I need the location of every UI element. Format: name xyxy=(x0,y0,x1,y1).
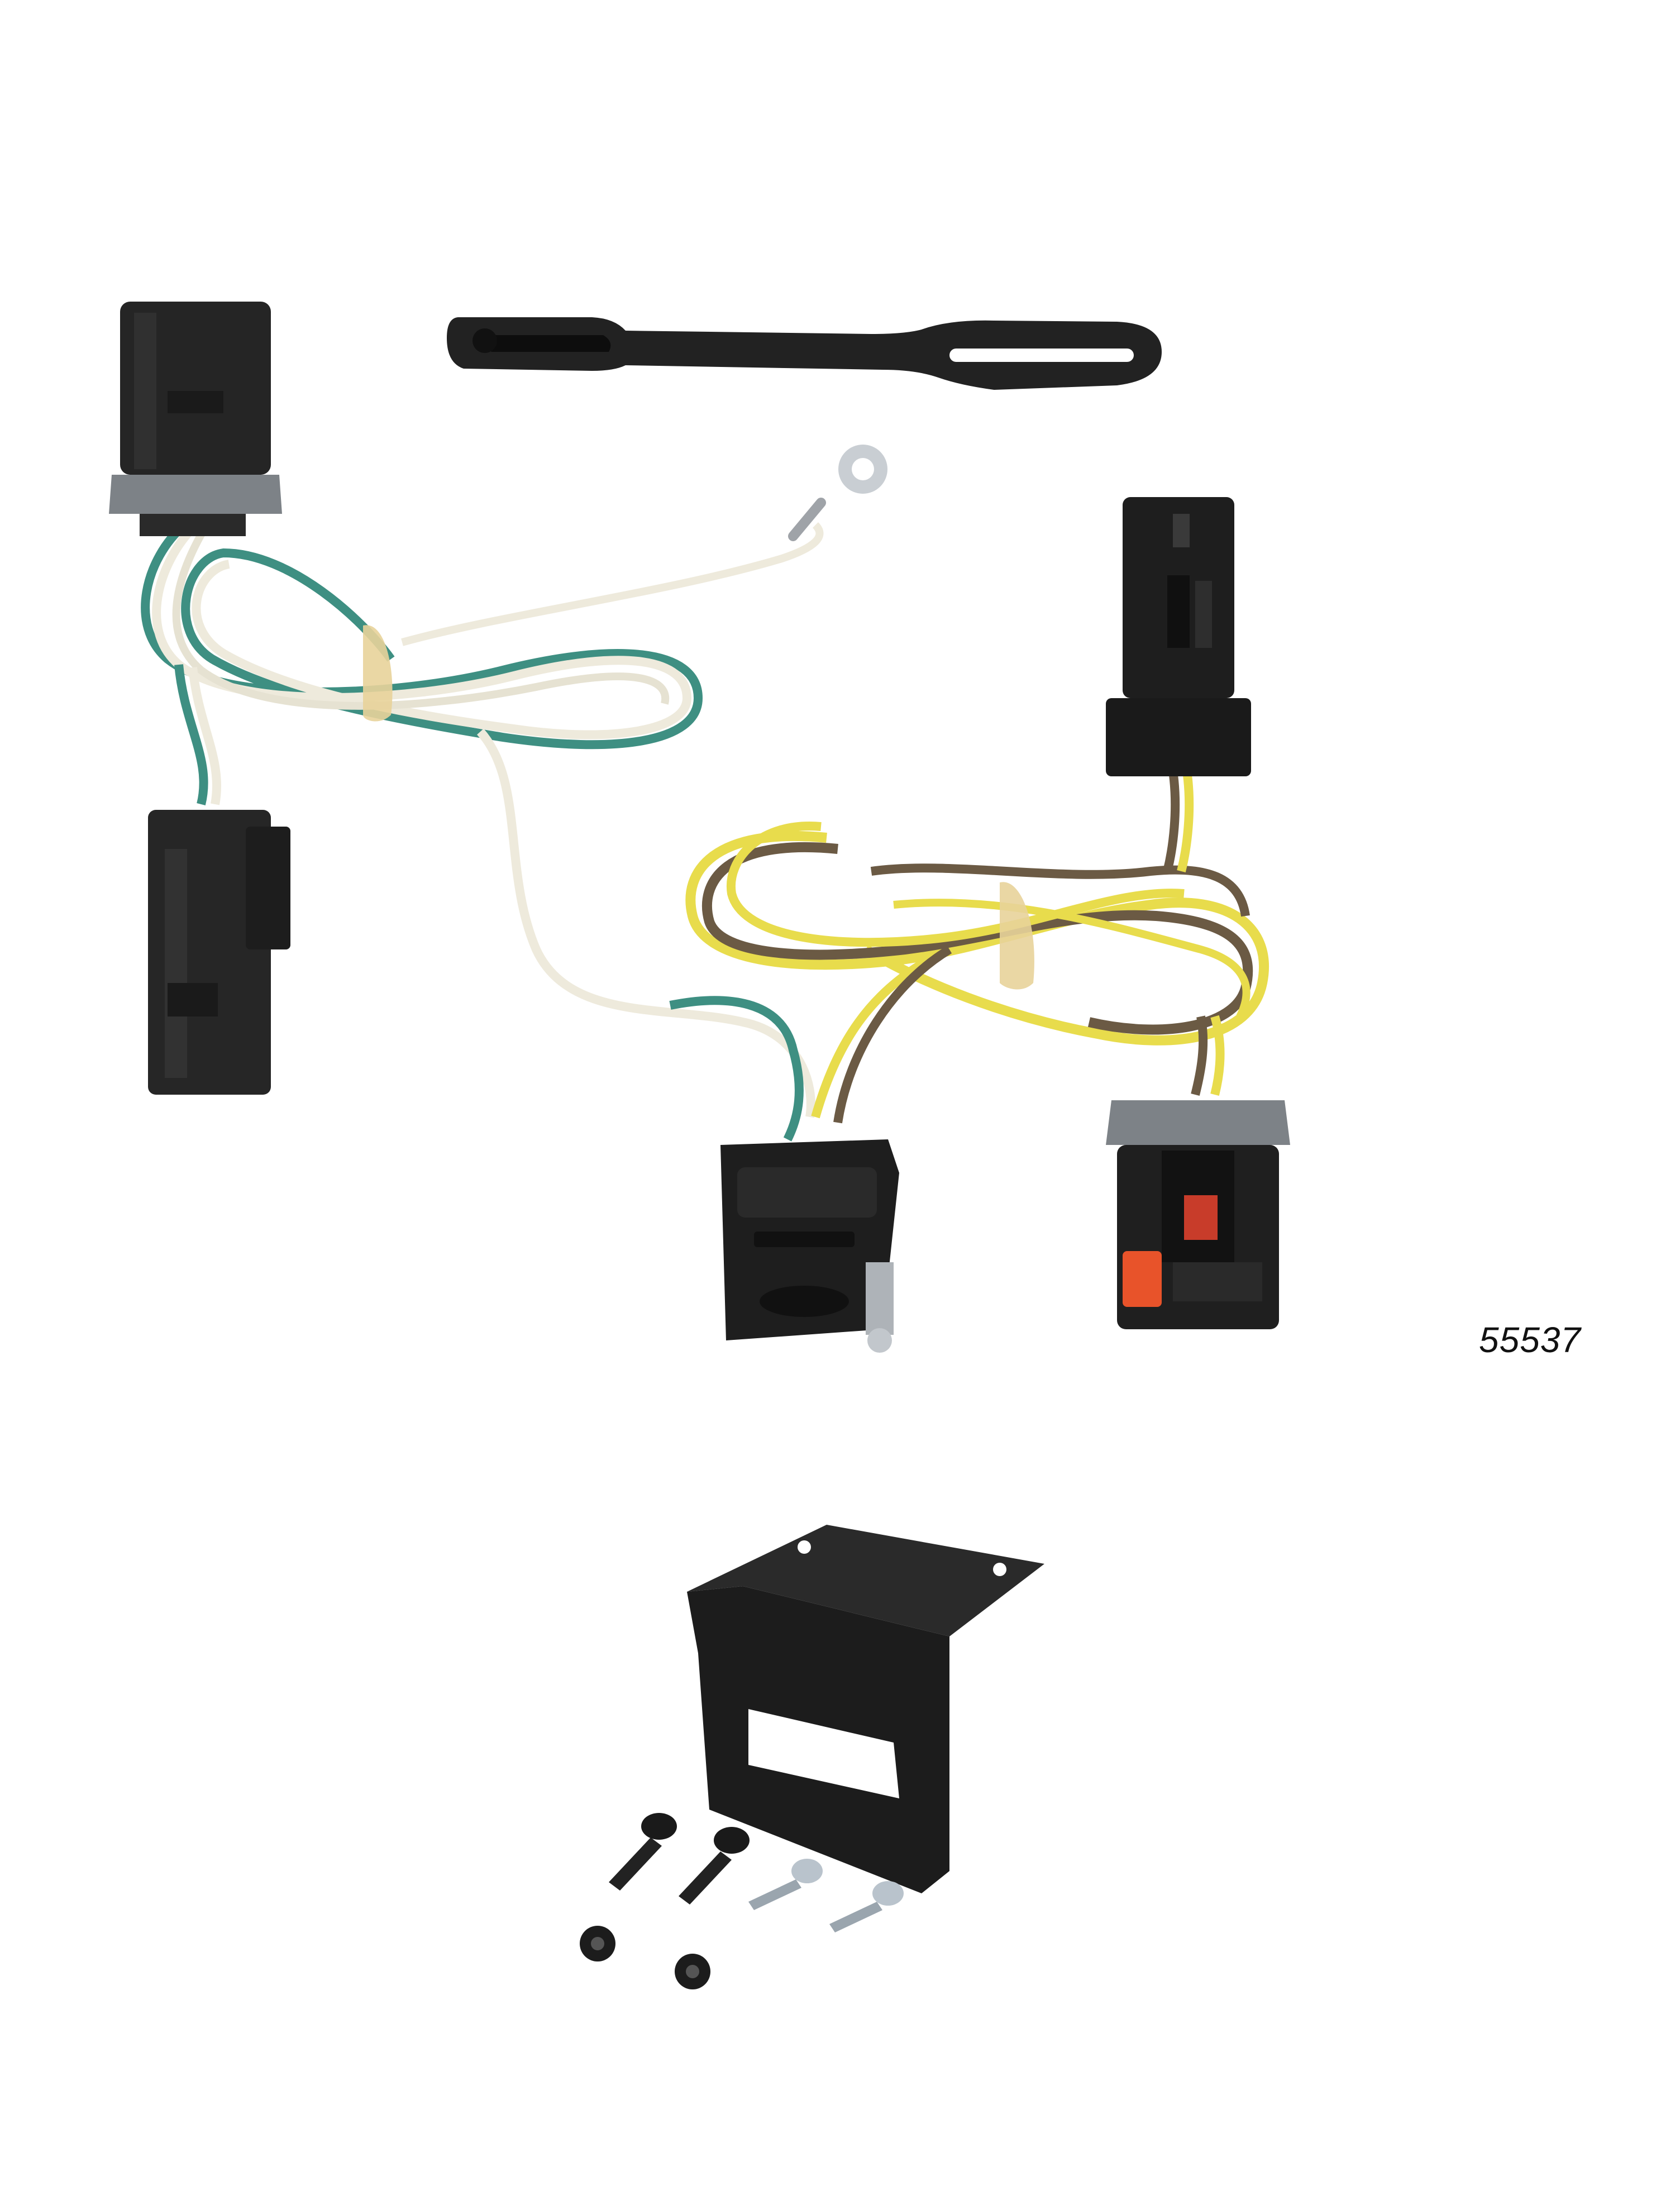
connector-mounting-bracket xyxy=(687,1525,1044,1893)
vehicle-side-harness-yellow-brown xyxy=(685,497,1290,1329)
vehicle-side-harness-green-white xyxy=(109,302,887,1142)
four-flat-connector xyxy=(720,1139,899,1353)
hardware-screws-nuts xyxy=(580,1813,904,1989)
part-number-label: 55537 xyxy=(1479,1320,1581,1360)
mounting-strap xyxy=(447,317,1162,390)
